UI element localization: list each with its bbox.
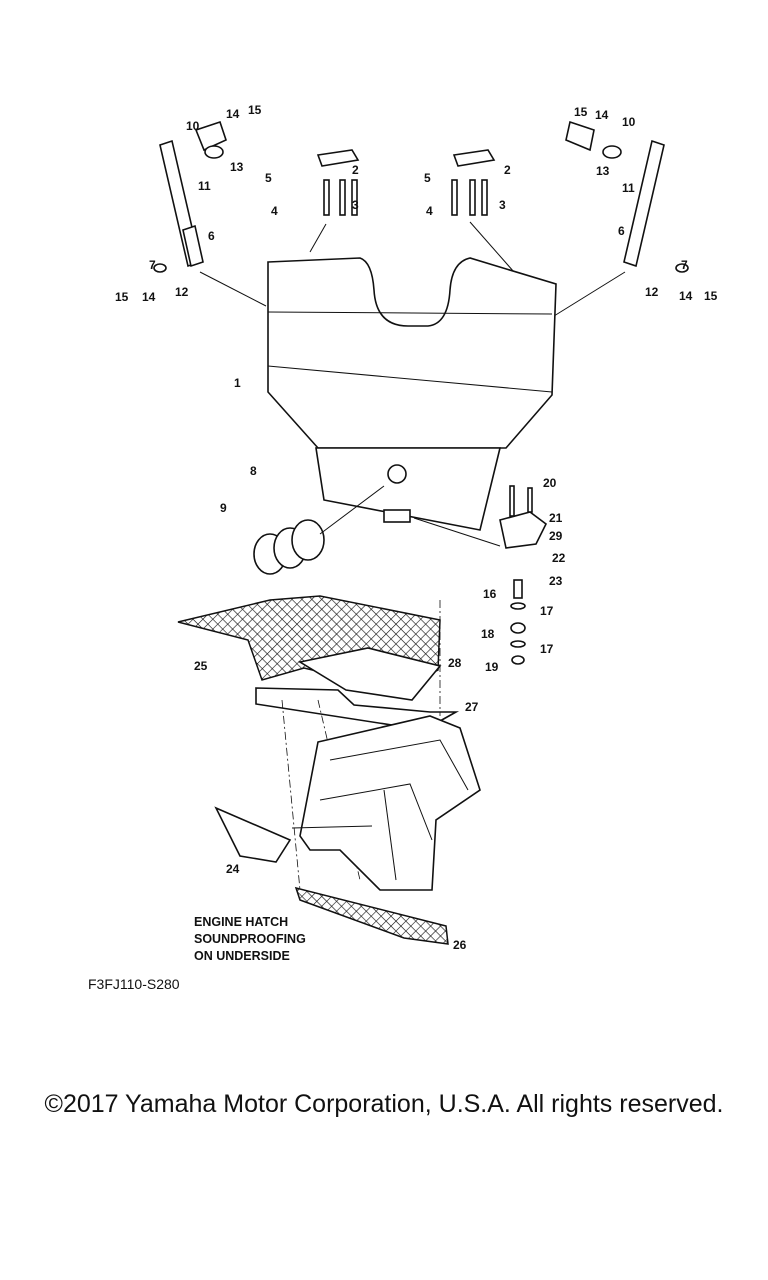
soundproofing-note: ENGINE HATCH SOUNDPROOFING ON UNDERSIDE [194,915,306,963]
diagram-code: F3FJ110-S280 [88,976,180,992]
svg-text:20: 20 [543,476,557,490]
svg-text:1: 1 [234,376,241,390]
engine-hatch [267,257,557,531]
svg-text:18: 18 [481,627,495,641]
svg-text:28: 28 [448,656,462,670]
svg-text:4: 4 [271,204,278,218]
svg-text:15: 15 [574,105,588,119]
svg-text:6: 6 [618,224,625,238]
panel-24 [214,806,292,863]
gas-strut-right [553,120,689,317]
svg-text:17: 17 [540,604,554,618]
latch-left [309,149,360,253]
svg-text:12: 12 [175,285,189,299]
svg-text:13: 13 [230,160,244,174]
svg-text:2: 2 [352,163,359,177]
svg-text:25: 25 [194,659,208,673]
svg-text:4: 4 [426,204,433,218]
svg-text:8: 8 [250,464,257,478]
svg-text:10: 10 [186,119,200,133]
svg-text:12: 12 [645,285,659,299]
mount-bracket [413,485,548,665]
latch-right [451,149,515,273]
svg-text:13: 13 [596,164,610,178]
engine-cover [291,715,481,891]
svg-text:24: 24 [226,862,240,876]
copyright-notice: ©2017 Yamaha Motor Corporation, U.S.A. A… [44,1090,724,1118]
svg-text:14: 14 [595,108,609,122]
svg-text:5: 5 [265,171,272,185]
svg-text:15: 15 [115,290,129,304]
svg-text:29: 29 [549,529,563,543]
svg-text:16: 16 [483,587,497,601]
svg-text:14: 14 [226,107,240,121]
svg-text:23: 23 [549,574,563,588]
svg-text:5: 5 [424,171,431,185]
svg-text:2: 2 [504,163,511,177]
svg-text:11: 11 [198,179,211,193]
svg-text:10: 10 [622,115,636,129]
svg-text:19: 19 [485,660,499,674]
plate-28 [297,647,442,701]
vent-rings [253,485,385,575]
svg-text:9: 9 [220,501,227,515]
svg-text:22: 22 [552,551,566,565]
svg-text:27: 27 [465,700,479,714]
svg-text:17: 17 [540,642,554,656]
sound-strip [294,886,449,945]
svg-text:6: 6 [208,229,215,243]
svg-text:3: 3 [499,198,506,212]
svg-text:14: 14 [142,290,156,304]
gas-strut-left [153,120,267,307]
svg-text:3: 3 [352,198,359,212]
svg-text:26: 26 [453,938,467,952]
svg-text:14: 14 [679,289,693,303]
svg-text:11: 11 [622,181,635,195]
svg-text:15: 15 [248,103,262,117]
svg-text:7: 7 [681,258,688,272]
svg-text:15: 15 [704,289,718,303]
plate-27 [255,687,460,731]
callout-numbers: 10 14 15 13 11 6 7 15 14 12 2 5 4 3 2 5 … [115,103,718,952]
svg-text:7: 7 [149,258,156,272]
svg-text:21: 21 [549,511,563,525]
